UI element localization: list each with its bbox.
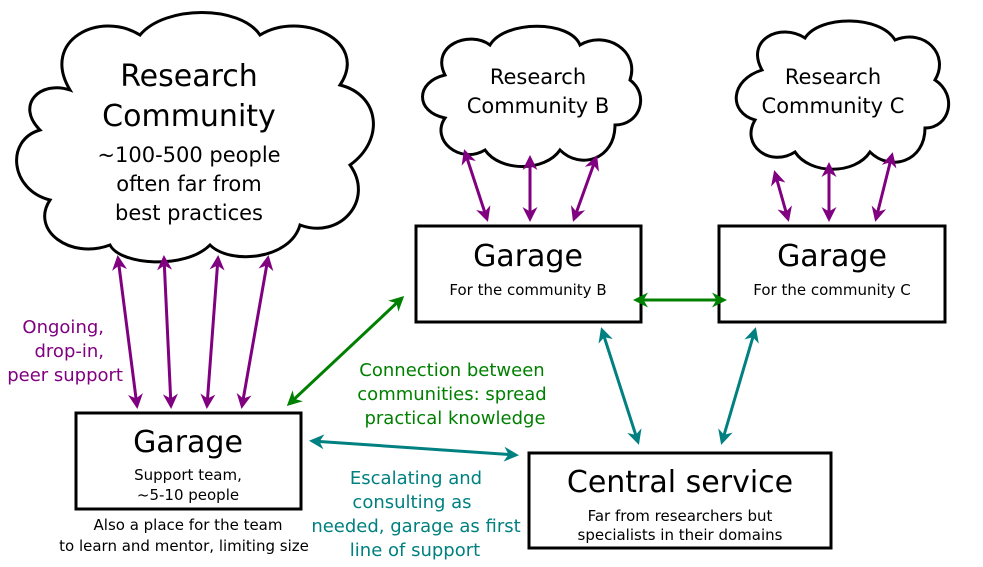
garage-b-subtitle: For the community B [449,281,606,299]
connection-label: Connection between communities: spread p… [357,360,546,429]
teal-arrow-c-to-central [718,327,759,445]
garage-b-title: Garage [473,239,583,274]
purple-arrow [571,155,599,222]
teal-arrow-b-to-central [598,327,642,445]
garage-c-box: Garage For the community C [717,224,947,324]
cloud-desc-line1: ~100-500 people [97,143,280,167]
cloud-title-line2: Community [102,99,276,134]
garage-main-subtitle-line2: ~5-10 people [137,486,239,504]
teal-arrow-main-to-central [309,434,519,462]
peer-support-line1: Ongoing, [22,317,104,338]
garage-c-subtitle: For the community C [753,281,910,299]
escalating-label: Escalating and consulting as needed, gar… [311,468,520,561]
purple-arrow [771,170,792,222]
purple-arrow [871,152,897,222]
purple-arrow [200,255,225,409]
cloud-shape [734,19,951,171]
research-community-c-cloud: Research Community C [734,19,951,171]
cloud-desc-line3: best practices [115,201,263,225]
connection-arrows [286,292,727,407]
cloud-b-title-line2: Community B [467,94,610,118]
purple-arrow [157,255,178,409]
team-note-line1: Also a place for the team [94,516,283,534]
connection-line1: Connection between [359,360,544,381]
purple-arrow [112,255,143,409]
purple-arrow [236,255,274,409]
peer-support-label: Ongoing, drop-in, peer support [7,317,123,386]
garage-main-box: Garage Support team, ~5-10 people [74,411,303,511]
cloud-shape [15,11,375,264]
escalating-line1: Escalating and [350,468,482,489]
peer-support-line3: peer support [7,365,123,386]
green-arrow-main-to-b [286,295,405,407]
escalation-arrows [309,327,759,462]
central-service-box: Central service Far from researchers but… [527,451,833,550]
peer-support-arrows [112,255,274,409]
garage-b-box: Garage For the community B [414,224,643,324]
research-community-cloud: Research Community ~100-500 people often… [15,11,375,264]
escalating-line4: line of support [350,540,480,561]
connection-line2: communities: spread [357,384,546,405]
garage-main-subtitle-line1: Support team, [134,466,242,484]
cloud-c-title-line1: Research [785,65,881,89]
central-service-subtitle-line2: specialists in their domains [578,526,783,544]
cloud-shape [421,24,643,168]
escalating-line3: needed, garage as first [311,516,520,537]
garage-c-title: Garage [777,239,887,274]
research-community-b-cloud: Research Community B [421,24,643,168]
team-note: Also a place for the team to learn and m… [59,516,309,555]
cloud-c-title-line2: Community C [762,94,905,118]
team-note-line2: to learn and mentor, limiting size [59,537,309,555]
cloud-b-title-line1: Research [490,65,586,89]
connection-line3: practical knowledge [364,408,545,429]
peer-support-line2: drop-in, [35,341,105,362]
community-b-arrows [461,149,599,222]
garage-main-title: Garage [133,425,243,460]
central-service-subtitle-line1: Far from researchers but [588,507,773,525]
purple-arrow [461,149,491,222]
central-service-title: Central service [567,465,793,500]
cloud-desc-line2: often far from [116,172,261,196]
cloud-title-line1: Research [120,59,258,94]
community-c-arrows [771,152,897,222]
escalating-line2: consulting as [352,492,471,513]
